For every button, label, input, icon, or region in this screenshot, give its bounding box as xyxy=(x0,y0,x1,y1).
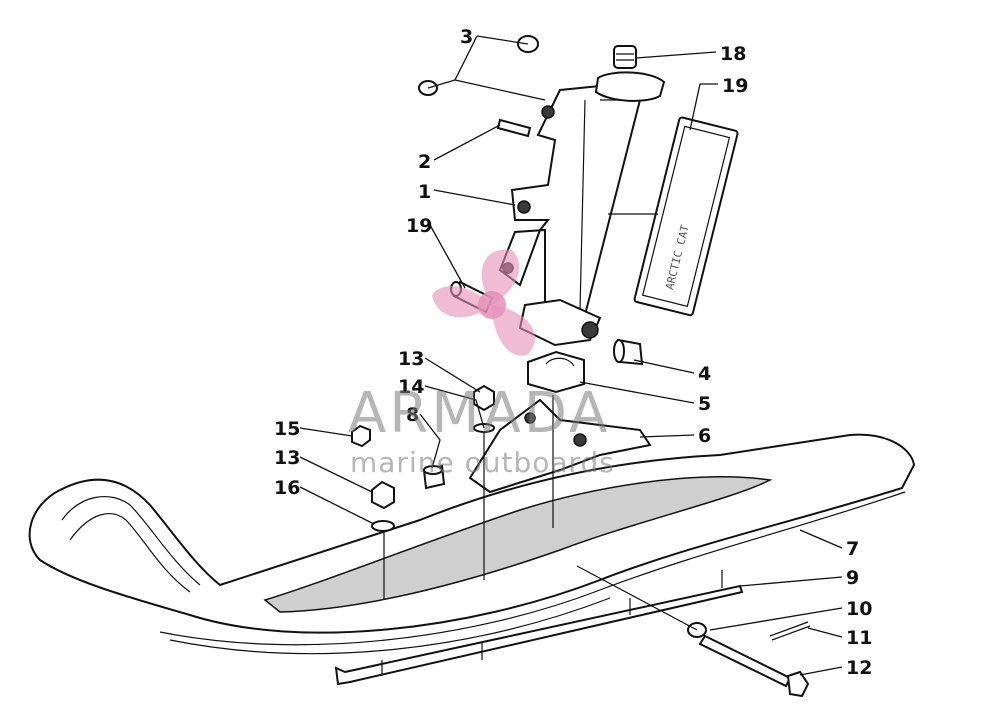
callout-3: 3 xyxy=(460,26,473,48)
decal: ARCTIC CAT xyxy=(633,116,739,317)
callout-15: 15 xyxy=(274,418,300,440)
watermark: ARMADA marine outboards xyxy=(348,249,615,479)
nut-13-lower xyxy=(371,480,395,510)
damper-block-5 xyxy=(527,350,585,394)
nut-15 xyxy=(351,424,371,448)
bolt-12 xyxy=(698,634,810,698)
callout-11: 11 xyxy=(846,627,872,649)
callout-2: 2 xyxy=(418,151,431,173)
grease-fitting-2 xyxy=(496,118,532,138)
bushing-4 xyxy=(613,338,644,366)
callout-19: 19 xyxy=(406,215,432,237)
watermark-brand: ARMADA xyxy=(348,381,610,446)
callout-12: 12 xyxy=(846,657,872,679)
cap-nuts-3 xyxy=(418,35,539,96)
watermark-tagline: marine outboards xyxy=(350,446,615,479)
spindle-cap xyxy=(594,45,666,102)
callout-16: 16 xyxy=(274,477,300,499)
callout-17: 18 xyxy=(720,43,746,65)
callout-13-upper: 13 xyxy=(398,348,424,370)
ski xyxy=(28,433,916,655)
cotter-pin-11 xyxy=(769,621,811,641)
callout-labels: 3 2 1 19 18 19 4 5 6 7 9 10 11 12 13 14 … xyxy=(274,26,872,679)
callout-10: 10 xyxy=(846,598,872,620)
assembly-lines xyxy=(383,213,698,631)
callout-18: 19 xyxy=(722,75,748,97)
ski-saddle xyxy=(468,398,652,494)
callout-7: 7 xyxy=(846,538,859,560)
washer-16 xyxy=(371,520,395,532)
callout-6: 6 xyxy=(698,425,711,447)
callout-5: 5 xyxy=(698,393,711,415)
callout-13-lower: 13 xyxy=(274,447,300,469)
callout-14: 14 xyxy=(398,376,424,398)
spindle-lower-bracket xyxy=(518,298,602,347)
callout-9: 9 xyxy=(846,567,859,589)
callout-8: 8 xyxy=(406,404,419,426)
callout-1: 1 xyxy=(418,181,431,203)
leader-lines xyxy=(299,35,843,676)
propeller-icon xyxy=(432,249,535,356)
spindle xyxy=(498,80,641,322)
callout-4: 4 xyxy=(698,363,711,385)
